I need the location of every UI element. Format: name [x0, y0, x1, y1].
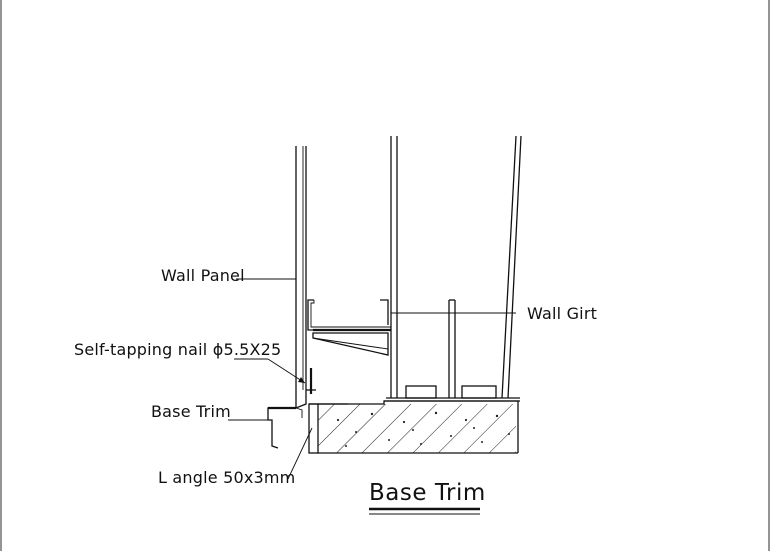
label-self-tapping-nail: Self-tapping nail ϕ5.5X25: [74, 340, 281, 359]
label-wall-girt: Wall Girt: [527, 304, 597, 323]
concrete-slab: [318, 400, 519, 454]
l-angle: [308, 403, 348, 454]
self-tapping-nail: [306, 368, 316, 394]
label-l-angle: L angle 50x3mm: [158, 468, 295, 487]
anchor-post: [448, 299, 456, 398]
leader-self-tapping-nail: [234, 358, 306, 384]
base-trim: [267, 390, 307, 449]
label-base-trim: Base Trim: [151, 402, 231, 421]
leader-l-angle: [287, 427, 313, 480]
label-wall-panel: Wall Panel: [161, 266, 245, 285]
drawing-title: Base Trim: [369, 480, 486, 506]
wall-girt: [307, 299, 391, 356]
base-plates: [384, 385, 520, 402]
column-stud: [390, 136, 398, 398]
concrete-aggregate: [336, 411, 510, 447]
wall-panel: [295, 146, 307, 408]
right-inclined-member: [501, 135, 522, 399]
